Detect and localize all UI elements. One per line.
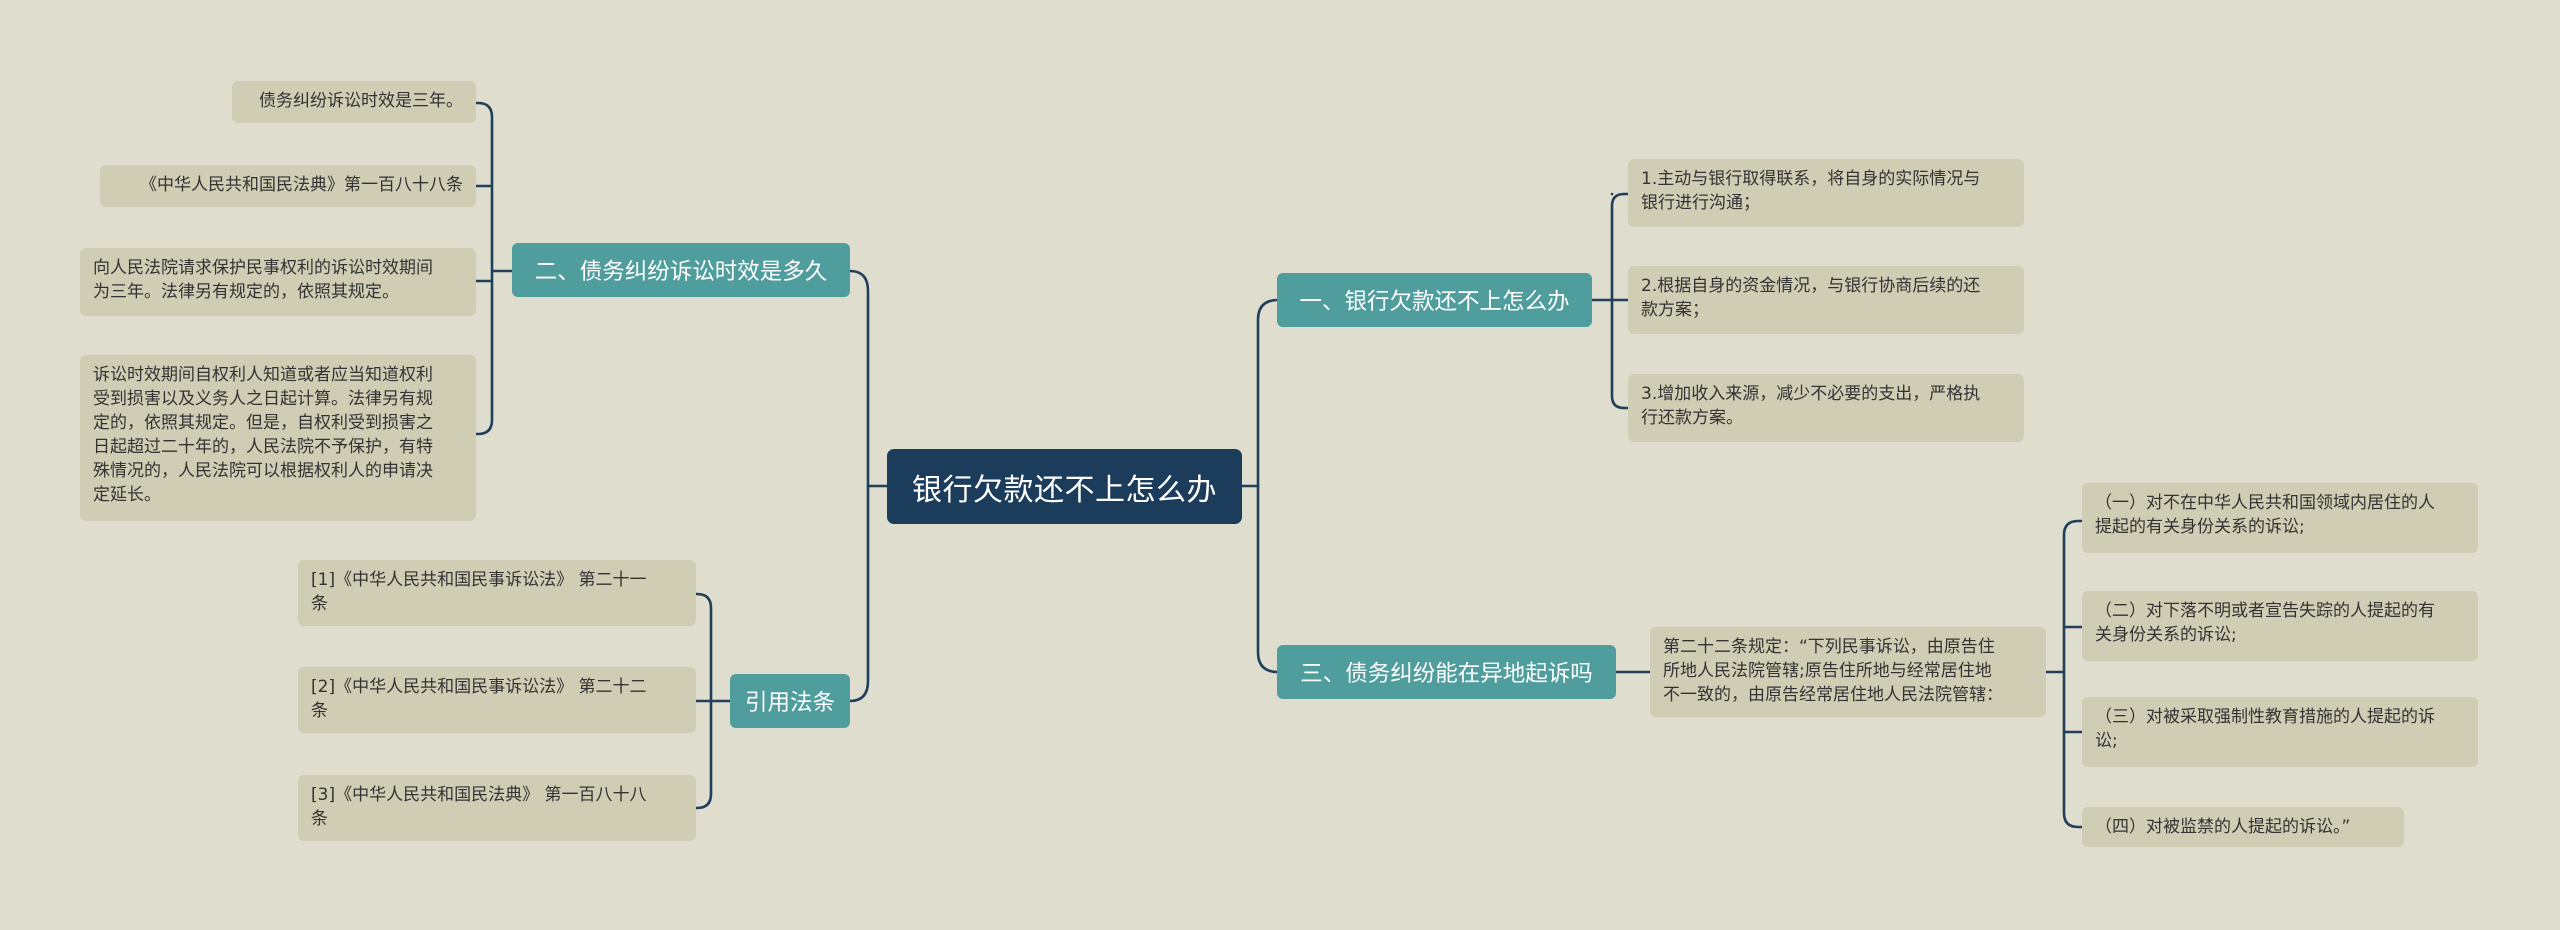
branch-bank-debt-what-to-do[interactable]: 一、银行欠款还不上怎么办	[1277, 273, 1592, 327]
leaf-article-22[interactable]: 第二十二条规定：“下列民事诉讼，由原告住 所地人民法院管辖;原告住所地与经常居住…	[1650, 627, 2046, 717]
connector-root-b3	[1256, 484, 1279, 674]
leaf-civil-code-188[interactable]: 《中华人民共和国民法典》第一百八十八条	[100, 165, 476, 207]
leaf-citation-1[interactable]: [1]《中华人民共和国民事诉讼法》 第二十一 条	[298, 560, 696, 626]
leaf-period-calculation[interactable]: 诉讼时效期间自权利人知道或者应当知道权利 受到损害以及义务人之日起计算。法律另有…	[80, 355, 476, 521]
leaf-clause-1[interactable]: （一）对不在中华人民共和国领域内居住的人 提起的有关身份关系的诉讼;	[2082, 483, 2478, 553]
branch-cited-laws[interactable]: 引用法条	[730, 674, 850, 728]
leaf-clause-3[interactable]: （三）对被采取强制性教育措施的人提起的诉 讼;	[2082, 697, 2478, 767]
leaf-three-years[interactable]: 债务纠纷诉讼时效是三年。	[232, 81, 476, 123]
connector-root-b1	[1240, 298, 1279, 488]
connector-b2-leaves	[474, 101, 514, 436]
connector-root-b2	[848, 269, 889, 488]
connector-b4-leaves	[694, 592, 732, 810]
leaf-increase-income[interactable]: 3.增加收入来源，减少不必要的支出，严格执 行还款方案。	[1628, 374, 2024, 442]
leaf-contact-bank[interactable]: 1.主动与银行取得联系，将自身的实际情况与 银行进行沟通；	[1628, 159, 2024, 227]
branch-statute-of-limitations[interactable]: 二、债务纠纷诉讼时效是多久	[512, 243, 850, 297]
connector-b1-leaves	[1590, 192, 1630, 410]
leaf-citation-3[interactable]: [3]《中华人民共和国民法典》 第一百八十八 条	[298, 775, 696, 841]
connector-root-b4	[848, 484, 870, 703]
leaf-citation-2[interactable]: [2]《中华人民共和国民事诉讼法》 第二十二 条	[298, 667, 696, 733]
central-topic[interactable]: 银行欠款还不上怎么办	[887, 449, 1242, 524]
branch-sue-elsewhere[interactable]: 三、债务纠纷能在异地起诉吗	[1277, 645, 1616, 699]
connector-middle-leaves	[2044, 519, 2084, 829]
leaf-clause-4[interactable]: （四）对被监禁的人提起的诉讼。”	[2082, 807, 2404, 847]
leaf-limitation-period[interactable]: 向人民法院请求保护民事权利的诉讼时效期间 为三年。法律另有规定的，依照其规定。	[80, 248, 476, 316]
leaf-negotiate-plan[interactable]: 2.根据自身的资金情况，与银行协商后续的还 款方案；	[1628, 266, 2024, 334]
leaf-clause-2[interactable]: （二）对下落不明或者宣告失踪的人提起的有 关身份关系的诉讼;	[2082, 591, 2478, 661]
